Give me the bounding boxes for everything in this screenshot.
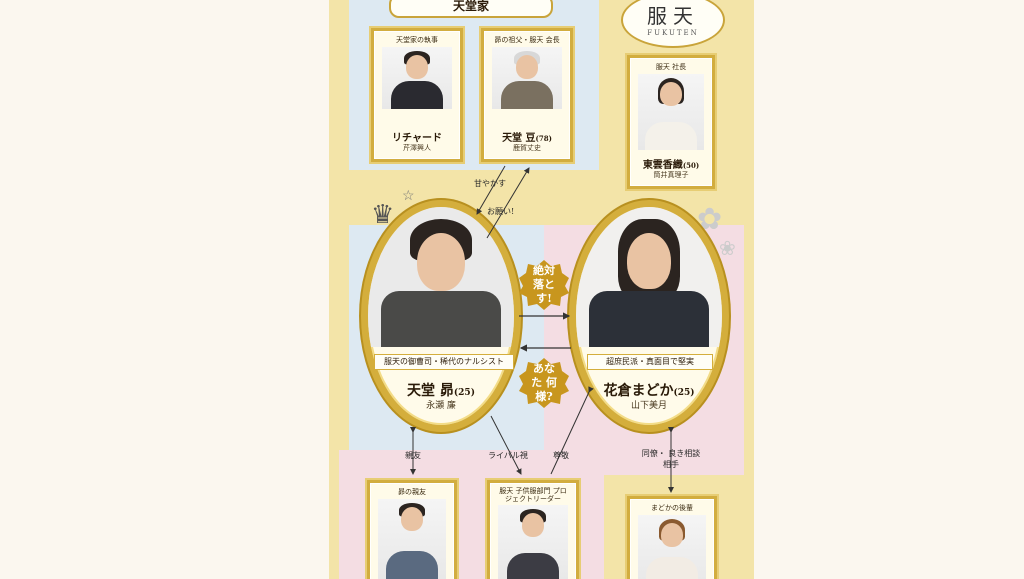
card-caption: 服天 子供服部門 プロジェクトリーダー [499,487,567,503]
subaru-age: (25) [453,388,475,398]
portrait-body [381,291,501,347]
card-caption: 天堂家の執事 [396,36,438,44]
portrait-body [589,291,709,347]
card-age: (78) [535,134,552,143]
card-richard: 天堂家の執事 リチャード 芹澤興人 [371,28,463,162]
portrait-junior [638,515,706,579]
family-banner-text: 天堂家 [452,0,489,13]
subaru-photo-bg [368,207,514,347]
portrait-head [522,513,544,537]
portrait-body [391,81,443,109]
arrow-sonkei [550,386,594,475]
portrait-kaori [638,74,704,150]
card-friend: 昴の親友 [367,480,457,579]
relationship-chart: 天堂家 服天 FUKUTEN 天堂家の執事 リチャード 芹澤興人 昴の祖父・服天… [329,0,754,579]
subaru-actor: 永瀬 廉 [426,401,456,411]
portrait-mame [492,47,562,109]
card-name: 東雲香織(50) [630,156,712,171]
portrait-head [417,233,465,291]
madoka-name: 花倉まどか(25) [569,380,729,400]
portrait-head [661,523,683,547]
madoka-role: 超庶民派・真面目で堅実 [587,354,713,370]
badge-zettai-text: 絶対 落とす! [533,264,555,305]
arrow-amayakasu [476,165,506,215]
flower-small-icon: ❀ [719,236,736,260]
madoka-name-text: 花倉まどか [603,383,674,399]
portrait-friend [378,499,446,579]
card-caption: 昴の親友 [398,488,426,496]
portrait-body [507,553,559,579]
subaru-name: 天堂 昴(25) [361,380,521,400]
card-actor: 筒井真理子 [653,171,689,179]
portrait-body [646,557,698,579]
portrait-richard [382,47,452,109]
portrait-head [516,55,538,79]
card-caption: まどかの後輩 [651,504,693,512]
label-douryo: 同僚・ 良き相談相手 [641,449,701,469]
portrait-body [645,122,697,150]
logo-main: 服天 [647,4,699,28]
portrait-head [627,233,671,289]
badge-anata-text: あなた 何様? [531,362,557,403]
label-amayakasu: 甘やかす [474,179,506,188]
madoka-photo-bg [576,207,722,347]
label-shinyu: 親友 [405,451,421,460]
card-age: (50) [682,161,700,170]
madoka-actor: 山下美月 [630,401,667,411]
relationship-arrows [410,165,674,493]
card-actor: 芹澤興人 [403,144,431,152]
label-onegai: お願い! [487,207,515,216]
portrait-subaru [361,200,521,432]
card-name: リチャード [392,133,442,144]
portrait-madoka [569,200,729,432]
label-rival: ライバル視 [488,451,528,460]
card-kaori: 服天 社長 東雲香織(50) 筒井真理子 [627,55,715,189]
arrow-rival [490,415,522,475]
portrait-head [401,507,423,531]
logo-sub: FUKUTEN [647,29,699,37]
portrait-leader [498,505,568,579]
fukuten-logo: 服天 FUKUTEN [621,0,725,48]
card-caption: 昴の祖父・服天 会長 [494,36,560,44]
card-name-text: 東雲香織 [642,160,683,171]
arrow-onegai [486,167,530,239]
card-leader: 服天 子供服部門 プロジェクトリーダー [487,480,579,579]
card-mame: 昴の祖父・服天 会長 天堂 豆(78) 鹿賀丈史 [481,28,573,162]
portrait-body [386,551,438,579]
star-icon: ☆ [402,188,415,204]
portrait-body [501,81,553,109]
card-caption: 服天 社長 [655,63,687,71]
card-name: 天堂 豆(78) [484,129,570,144]
subaru-name-text: 天堂 昴 [407,383,454,399]
portrait-head [660,82,682,106]
label-sonkei: 尊敬 [553,451,569,460]
subaru-role: 服天の御曹司・稀代のナルシスト [374,354,514,370]
card-actor: 鹿賀丈史 [513,144,541,152]
card-junior: まどかの後輩 [627,496,717,579]
card-name-text: 天堂 豆 [502,133,536,144]
portrait-head [406,55,428,79]
family-banner: 天堂家 [389,0,553,18]
madoka-age: (25) [673,388,695,398]
